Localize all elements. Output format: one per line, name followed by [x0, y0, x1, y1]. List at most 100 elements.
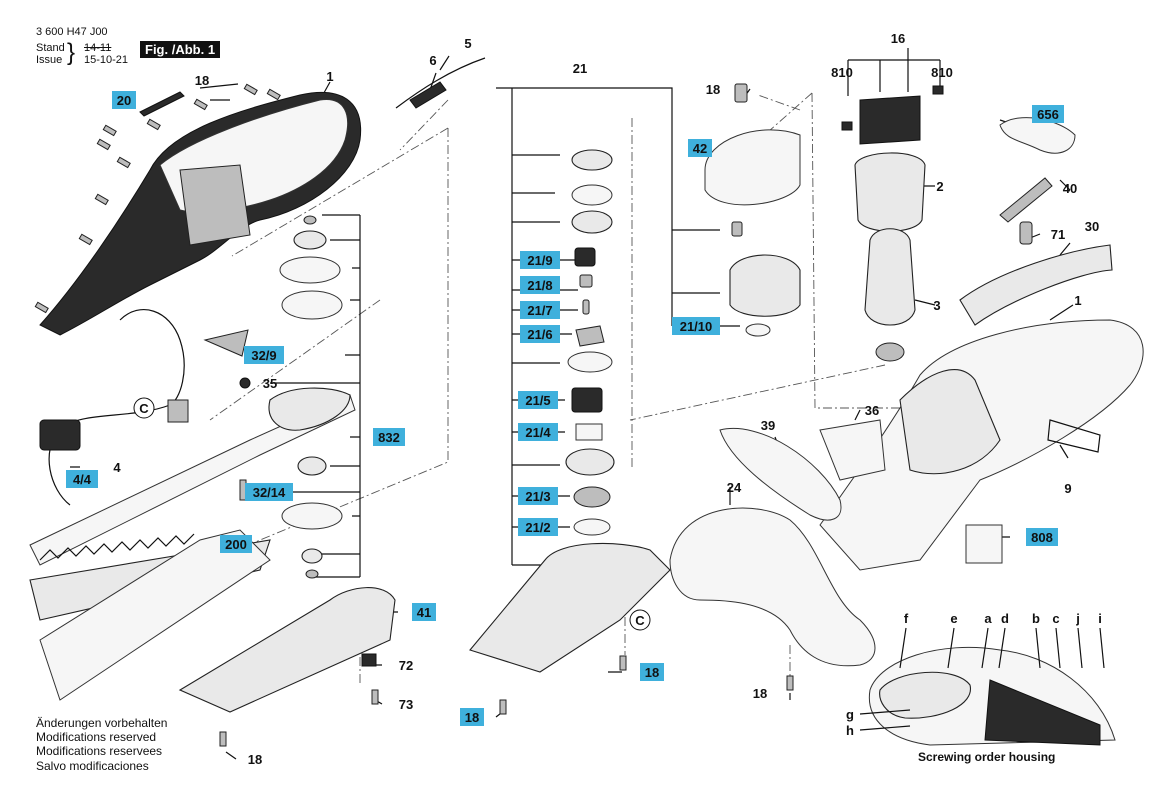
- clip-72: [361, 653, 377, 667]
- cutting-blade: [29, 387, 356, 701]
- callout-3: 3: [933, 298, 940, 313]
- callout-73: 73: [399, 697, 413, 712]
- callout-40: 40: [1063, 181, 1077, 196]
- callout-label: 21/3: [525, 489, 550, 504]
- cable-and-plug: [39, 57, 486, 506]
- callout-656: 656: [1032, 105, 1064, 123]
- callout-4: 4: [113, 460, 121, 475]
- callout-808: 808: [1026, 528, 1058, 546]
- callout-box: [412, 603, 436, 621]
- callout-box: [518, 423, 558, 441]
- sequence-letter-i: i: [1098, 611, 1102, 626]
- callout-label: 4/4: [73, 472, 92, 487]
- callout-label: 2: [936, 179, 943, 194]
- sequence-leader: [1099, 627, 1105, 669]
- label-808: [965, 524, 1003, 564]
- callout-41: 41: [412, 603, 436, 621]
- callout-label: 73: [399, 697, 413, 712]
- callout-label: 32/14: [253, 485, 286, 500]
- callout-box: [518, 518, 558, 536]
- callout-72: 72: [399, 658, 413, 673]
- callout-21-7: 21/7: [520, 301, 560, 319]
- callout-16: 16: [891, 31, 905, 46]
- callout-label: 41: [417, 605, 431, 620]
- brace: }: [67, 39, 76, 66]
- sequence-leader: [859, 709, 911, 715]
- callout-label: 808: [1031, 530, 1053, 545]
- callout-C: C: [629, 609, 651, 631]
- issue-date: 15-10-21: [84, 54, 129, 66]
- callout-35: 35: [263, 376, 277, 391]
- callout-label: 21/10: [680, 319, 713, 334]
- callout-21-9: 21/9: [520, 251, 560, 269]
- screw-set-top: [34, 83, 281, 314]
- callout-label: 9: [1064, 481, 1071, 496]
- callout-box: [688, 139, 712, 157]
- callout-label: 1: [1074, 293, 1081, 308]
- callout-18: 18: [706, 82, 720, 97]
- callout-box: [220, 535, 252, 553]
- callout-label: 6: [429, 53, 436, 68]
- callout-label: 4: [113, 460, 121, 475]
- sequence-letter-g: g: [846, 707, 854, 722]
- callout-label: 21/2: [525, 520, 550, 535]
- sequence-leader: [947, 627, 955, 669]
- sequence-leader: [899, 627, 907, 669]
- old-stand: 14-11: [84, 42, 112, 54]
- screw-73: [371, 689, 379, 705]
- motor-group: [704, 83, 944, 362]
- callout-label: 1: [326, 69, 333, 84]
- screw-18-handle: [786, 675, 794, 691]
- handle-parts: [959, 117, 1113, 326]
- callout-label: 36: [865, 403, 879, 418]
- callout-21-3: 21/3: [518, 487, 558, 505]
- callout-label: 18: [248, 752, 262, 767]
- callout-box: [244, 346, 284, 364]
- callout-21-8: 21/8: [520, 276, 560, 294]
- callout-label: 16: [891, 31, 905, 46]
- callout-box: [373, 428, 405, 446]
- callout-label: 42: [693, 141, 707, 156]
- sequence-letter-e: e: [950, 611, 957, 626]
- sequence-letter-h: h: [846, 723, 854, 738]
- callout-36: 36: [865, 403, 879, 418]
- callout-label: 18: [706, 82, 720, 97]
- callout-box: [672, 317, 720, 335]
- callout-label: 810: [831, 65, 853, 80]
- callout-21: 21: [573, 61, 587, 76]
- callout-18: 18: [195, 73, 209, 88]
- connector-circle: [629, 609, 651, 631]
- callout-label: 21: [573, 61, 587, 76]
- callout-21-2: 21/2: [518, 518, 558, 536]
- callout-label: 32/9: [251, 348, 276, 363]
- sequence-letter-b: b: [1032, 611, 1040, 626]
- callout-box: [520, 301, 560, 319]
- sequence-letter-d: d: [1001, 611, 1009, 626]
- callout-label: 21/9: [527, 253, 552, 268]
- note-es: Salvo modificaciones: [36, 758, 149, 773]
- vent-cover-39: [719, 428, 842, 521]
- callout-box: [245, 483, 293, 501]
- callout-label: 18: [753, 686, 767, 701]
- callout-21-10: 21/10: [672, 317, 720, 335]
- callout-label: 18: [195, 73, 209, 88]
- callout-2: 2: [936, 179, 943, 194]
- callout-9: 9: [1064, 481, 1071, 496]
- callout-71: 71: [1051, 227, 1065, 242]
- callout-label: 20: [117, 93, 131, 108]
- callout-label: 656: [1037, 107, 1059, 122]
- callout-box: [112, 91, 136, 109]
- front-handle-24: [669, 507, 876, 667]
- callout-label: 5: [464, 36, 471, 51]
- label-strip-20: [139, 91, 185, 117]
- callout-30: 30: [1085, 219, 1099, 234]
- note-de: Änderungen vorbehalten: [36, 716, 168, 730]
- doc-number: 3 600 H47 J00: [36, 26, 108, 38]
- callout-label: 21/4: [525, 425, 551, 440]
- callout-21-6: 21/6: [520, 325, 560, 343]
- callout-label: 30: [1085, 219, 1099, 234]
- callout-20: 20: [112, 91, 136, 109]
- callout-label: C: [635, 613, 645, 628]
- callout-32-14: 32/14: [245, 483, 293, 501]
